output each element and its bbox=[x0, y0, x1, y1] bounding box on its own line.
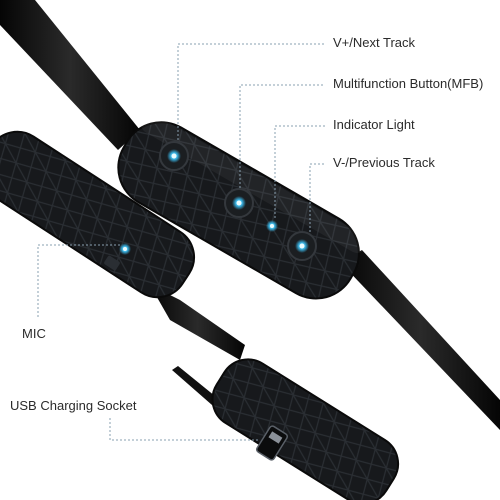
indicator-light bbox=[266, 220, 278, 232]
leader-v-plus bbox=[177, 43, 325, 140]
leader-indicator bbox=[274, 125, 325, 218]
label-mic: MIC bbox=[22, 326, 46, 341]
leader-lines bbox=[37, 43, 325, 441]
leader-v-minus bbox=[309, 163, 325, 232]
label-usb-charging-socket: USB Charging Socket bbox=[10, 398, 137, 413]
leader-mic bbox=[37, 244, 120, 318]
usb-port-icon bbox=[255, 425, 289, 461]
label-v-plus-next-track: V+/Next Track bbox=[333, 35, 415, 50]
label-v-minus-previous-track: V-/Previous Track bbox=[333, 155, 435, 170]
remote-lower-cable bbox=[340, 250, 500, 430]
mic-hole bbox=[119, 243, 131, 255]
v-minus-button bbox=[287, 231, 317, 261]
mfb-button bbox=[224, 188, 254, 218]
leader-usb bbox=[109, 416, 258, 441]
v-plus-button bbox=[159, 141, 189, 171]
mic-grille bbox=[104, 255, 120, 271]
mic-cable bbox=[150, 285, 245, 360]
upper-flat-cable bbox=[0, 0, 140, 150]
label-multifunction-button: Multifunction Button(MFB) bbox=[333, 76, 484, 91]
label-indicator-light: Indicator Light bbox=[333, 117, 415, 132]
usb-housing bbox=[211, 358, 400, 500]
